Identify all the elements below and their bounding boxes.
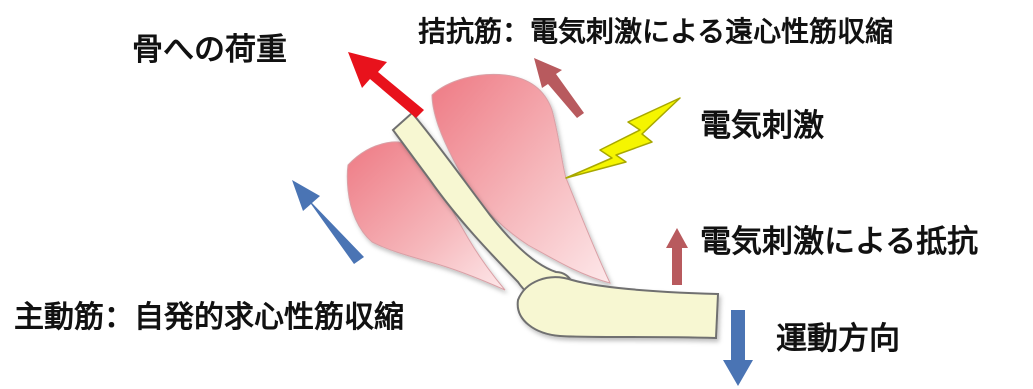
resistance-arrow (666, 228, 688, 285)
electrical-stimulation-label: 電気刺激 (700, 100, 824, 145)
movement-direction-arrow (723, 310, 753, 386)
stimulation-resistance-label: 電気刺激による抵抗 (700, 216, 978, 261)
antagonist-label: 拮抗筋：電気刺激による遠心性筋収縮 (418, 10, 893, 50)
bone-load-arrow (348, 52, 424, 118)
lower-bone (518, 277, 718, 338)
lightning-bolt-icon (566, 98, 680, 178)
movement-direction-label: 運動方向 (776, 313, 900, 358)
bone-load-label: 骨への荷重 (132, 24, 287, 69)
agonist-label: 主動筋：自発的求心性筋収縮 (14, 292, 404, 336)
